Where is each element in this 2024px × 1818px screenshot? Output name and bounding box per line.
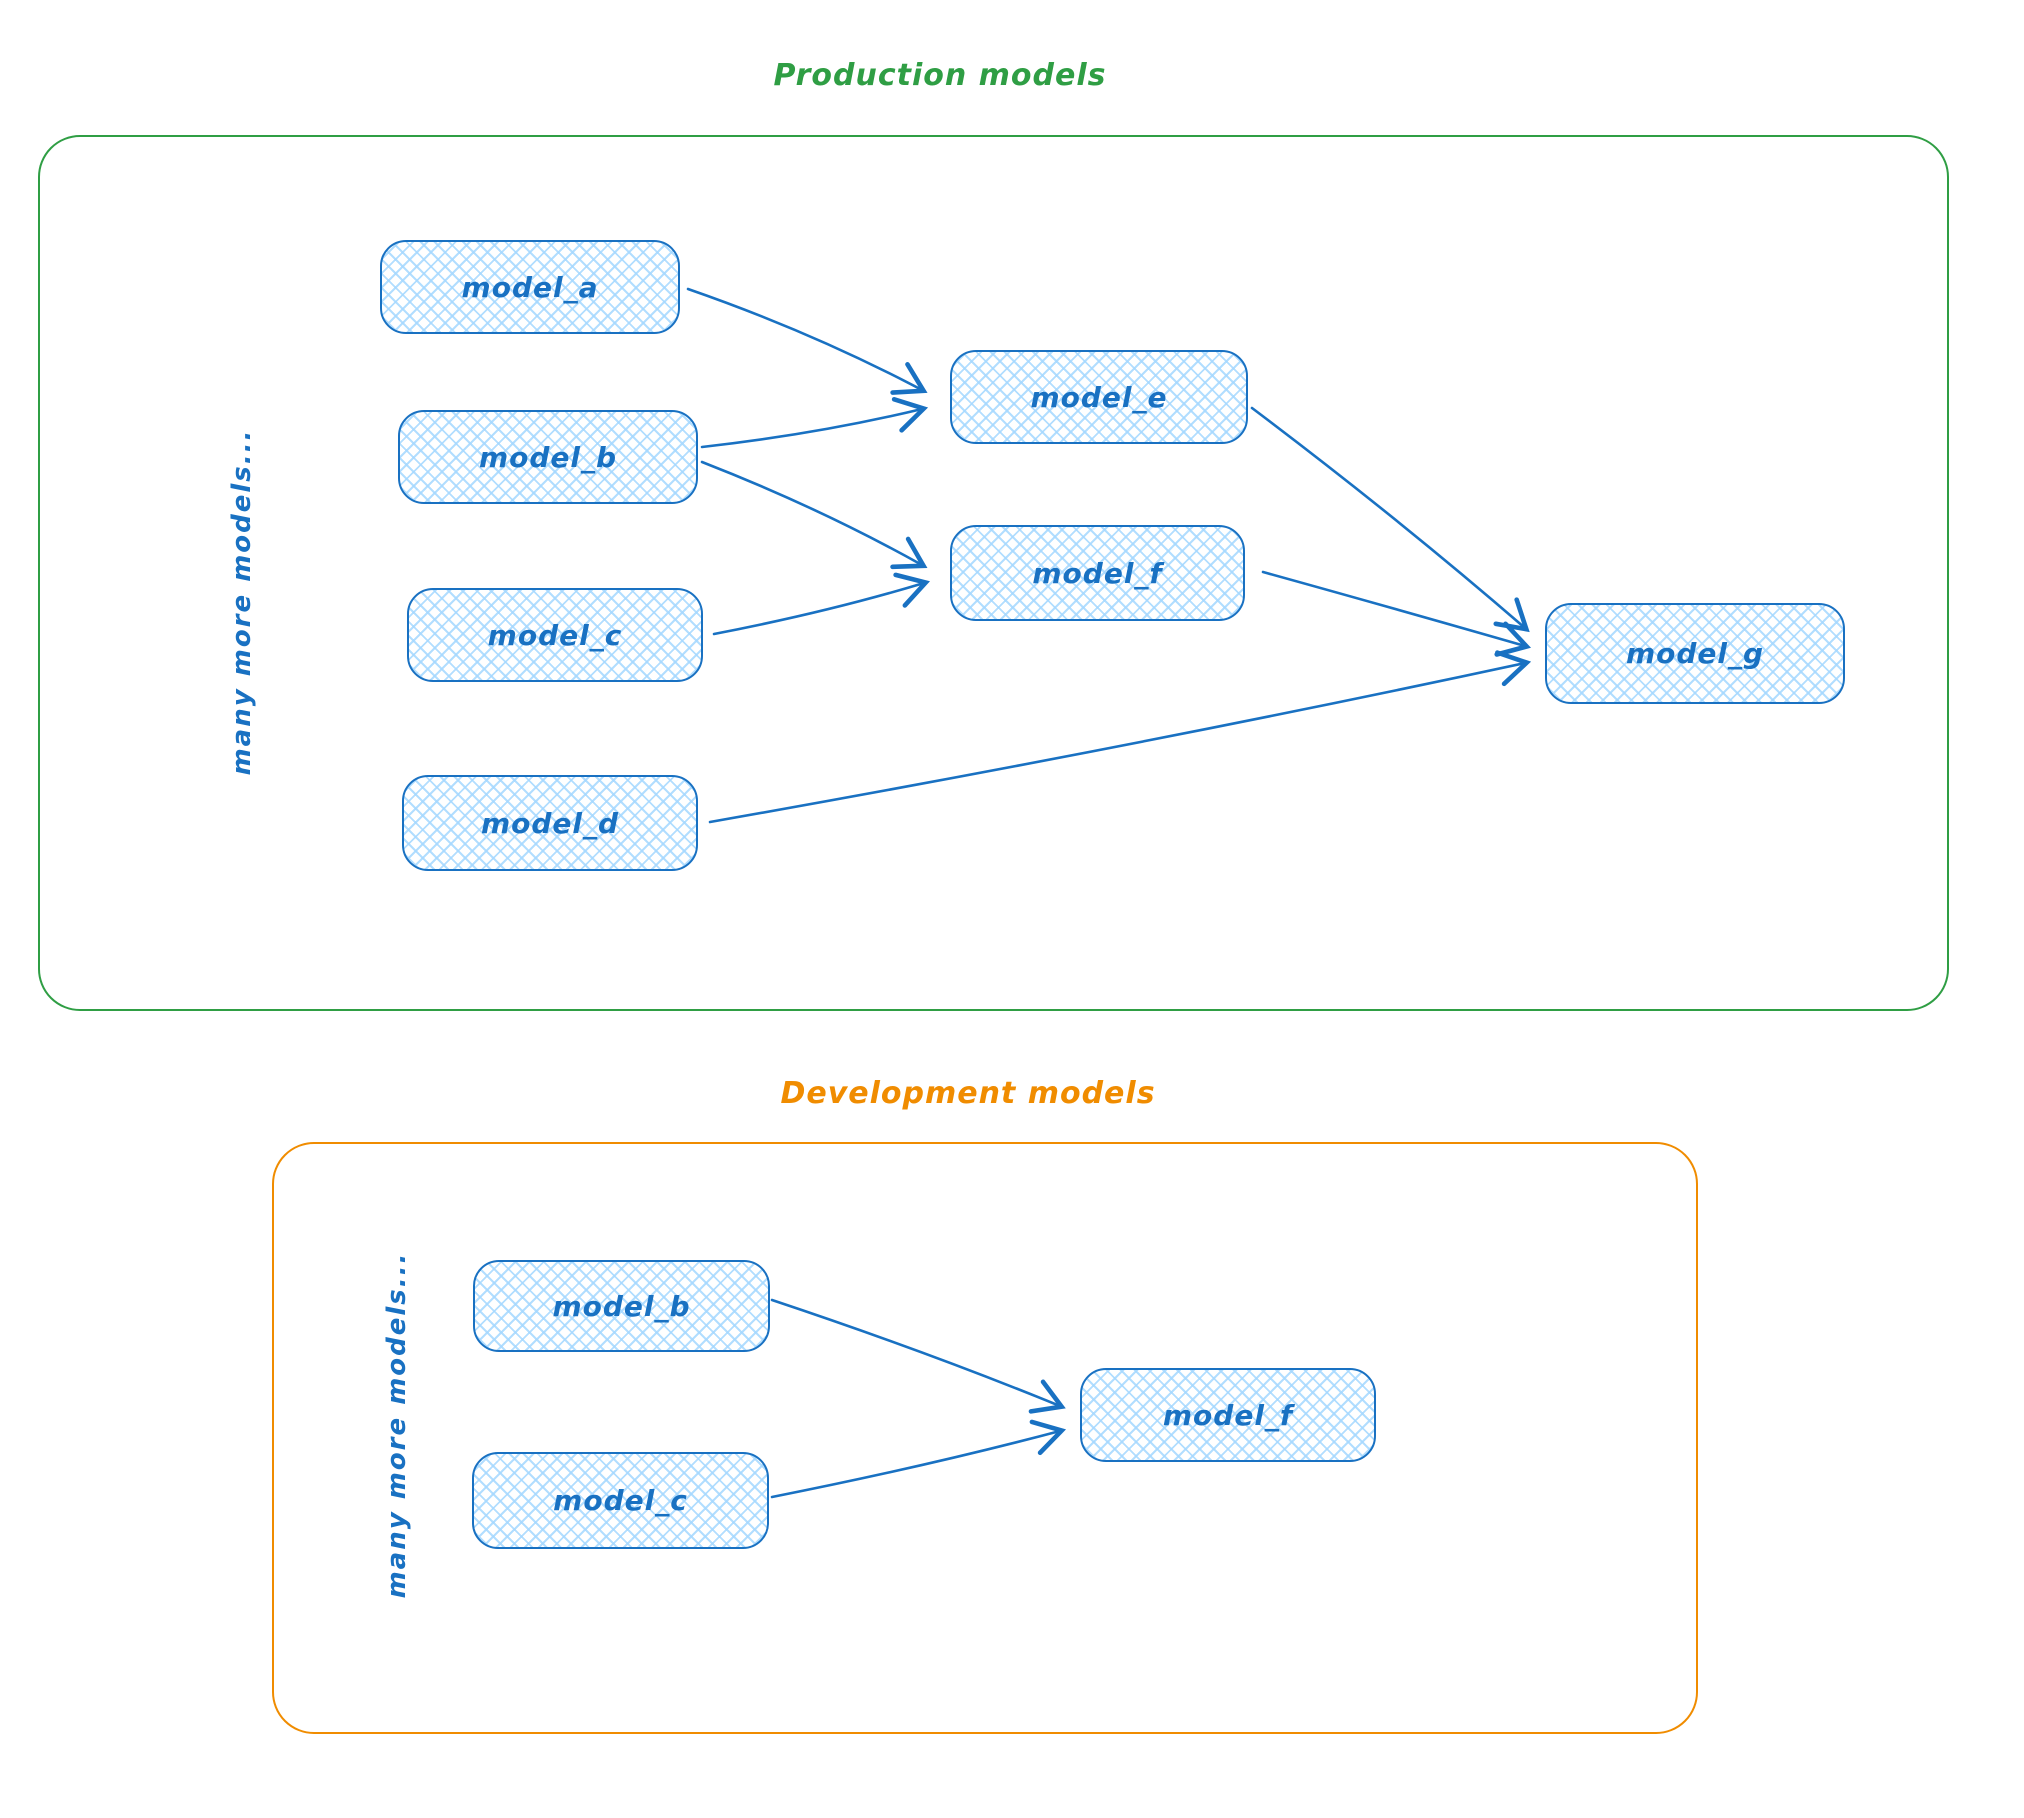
node-prod-model-e-label: model_e (1030, 380, 1168, 414)
development-side-label: many more models... (382, 1251, 412, 1599)
development-section-title: Development models (780, 1076, 1156, 1111)
node-prod-model-f: model_f (950, 525, 1245, 621)
development-section-container (272, 1142, 1698, 1734)
node-prod-model-d: model_d (402, 775, 698, 871)
node-prod-model-d-label: model_d (480, 806, 620, 840)
production-side-label: many more models... (227, 428, 257, 776)
node-dev-model-c: model_c (472, 1452, 769, 1549)
node-dev-model-b-label: model_b (552, 1289, 691, 1323)
node-prod-model-g: model_g (1545, 603, 1845, 704)
node-prod-model-e: model_e (950, 350, 1248, 444)
node-prod-model-b: model_b (398, 410, 698, 504)
node-prod-model-a-label: model_a (461, 270, 599, 304)
node-prod-model-g-label: model_g (1625, 637, 1765, 670)
node-prod-model-c: model_c (407, 588, 703, 682)
node-dev-model-f-label: model_f (1162, 1398, 1294, 1432)
node-dev-model-c-label: model_c (553, 1484, 688, 1517)
node-dev-model-b: model_b (473, 1260, 770, 1352)
production-section-title: Production models (773, 58, 1107, 93)
node-prod-model-c-label: model_c (487, 618, 623, 652)
node-prod-model-a: model_a (380, 240, 680, 334)
node-prod-model-b-label: model_b (478, 440, 618, 474)
node-dev-model-f: model_f (1080, 1368, 1376, 1462)
node-prod-model-f-label: model_f (1032, 556, 1163, 590)
production-section-container (38, 135, 1949, 1011)
